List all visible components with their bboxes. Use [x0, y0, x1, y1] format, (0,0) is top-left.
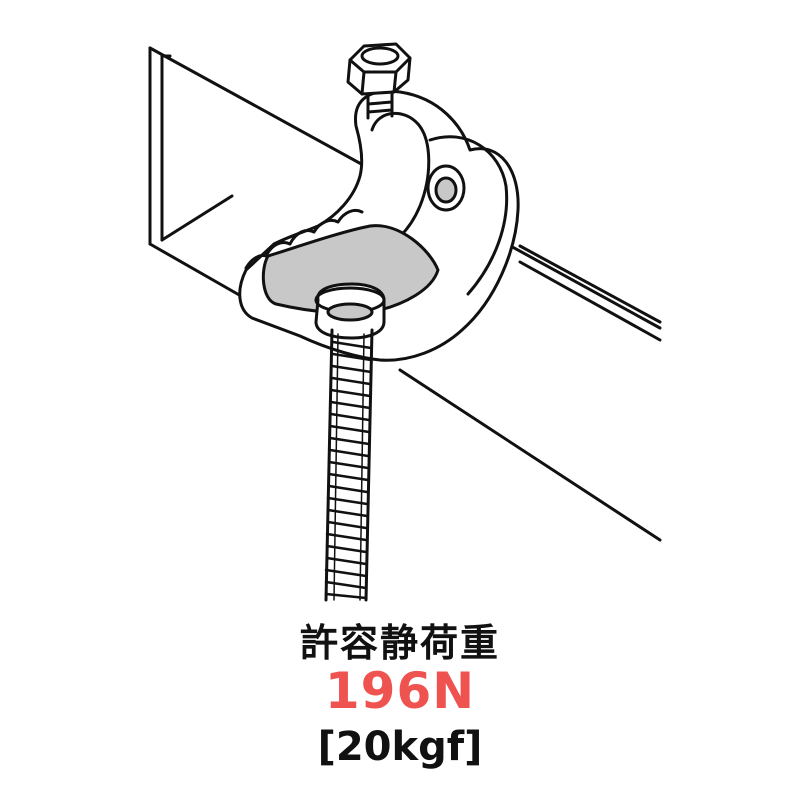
load-value-kgf: [20kgf]	[317, 724, 483, 770]
allowable-static-load-title: 許容静荷重	[299, 621, 500, 665]
threaded-hanger-rod	[324, 328, 374, 602]
hanger-nut	[314, 282, 386, 340]
top-bolt-nut	[346, 42, 412, 120]
load-value-newton: 196N	[324, 662, 476, 720]
